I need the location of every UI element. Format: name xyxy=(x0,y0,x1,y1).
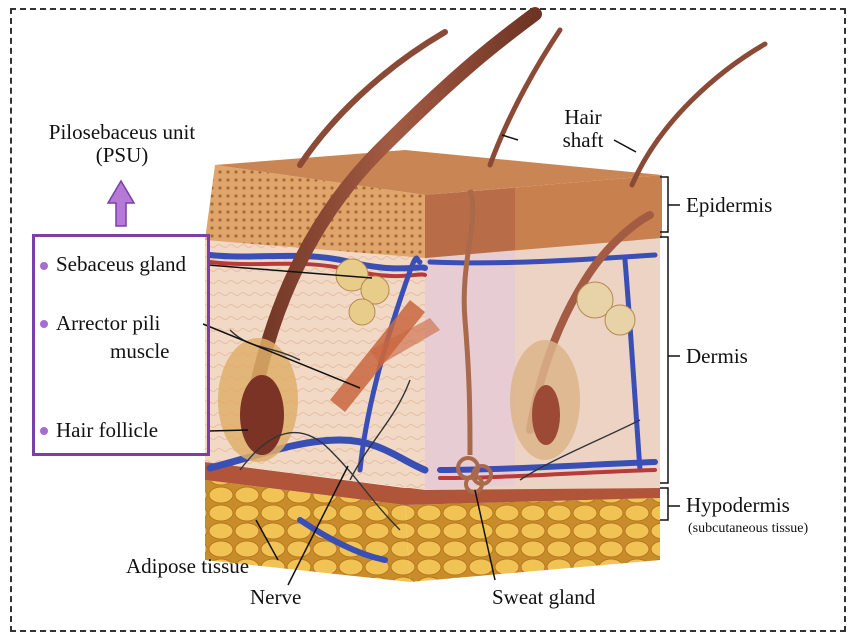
epidermis-layer xyxy=(205,150,662,258)
subcutaneous-label: (subcutaneous tissue) xyxy=(688,521,808,536)
arrector-bullet xyxy=(40,320,48,328)
sweat-gland-label: Sweat gland xyxy=(492,586,595,609)
epidermis-label: Epidermis xyxy=(686,194,772,217)
hair-shaft-line1: Hair xyxy=(548,106,618,129)
nerve-label: Nerve xyxy=(250,586,301,609)
hair-follicle-label: Hair follicle xyxy=(56,419,158,442)
follicle-bullet xyxy=(40,427,48,435)
hair-shaft-label: Hair shaft xyxy=(548,106,618,152)
sebaceous-gland-label: Sebaceus gland xyxy=(56,253,186,276)
arrector-pili-label-line2: muscle xyxy=(110,340,169,363)
hypodermis-label: Hypodermis xyxy=(686,494,790,517)
dermis-label: Dermis xyxy=(686,345,748,368)
hair-shaft-line2: shaft xyxy=(548,129,618,152)
psu-label: Pilosebaceus unit (PSU) xyxy=(22,121,222,167)
arrector-pili-label-line1: Arrector pili xyxy=(56,312,160,335)
psu-arrow xyxy=(108,181,134,226)
psu-label-line1: Pilosebaceus unit xyxy=(22,121,222,144)
layer-brackets xyxy=(660,177,680,520)
sebaceous-bullet xyxy=(40,262,48,270)
psu-label-line2: (PSU) xyxy=(22,144,222,167)
adipose-tissue-label: Adipose tissue xyxy=(126,555,249,578)
